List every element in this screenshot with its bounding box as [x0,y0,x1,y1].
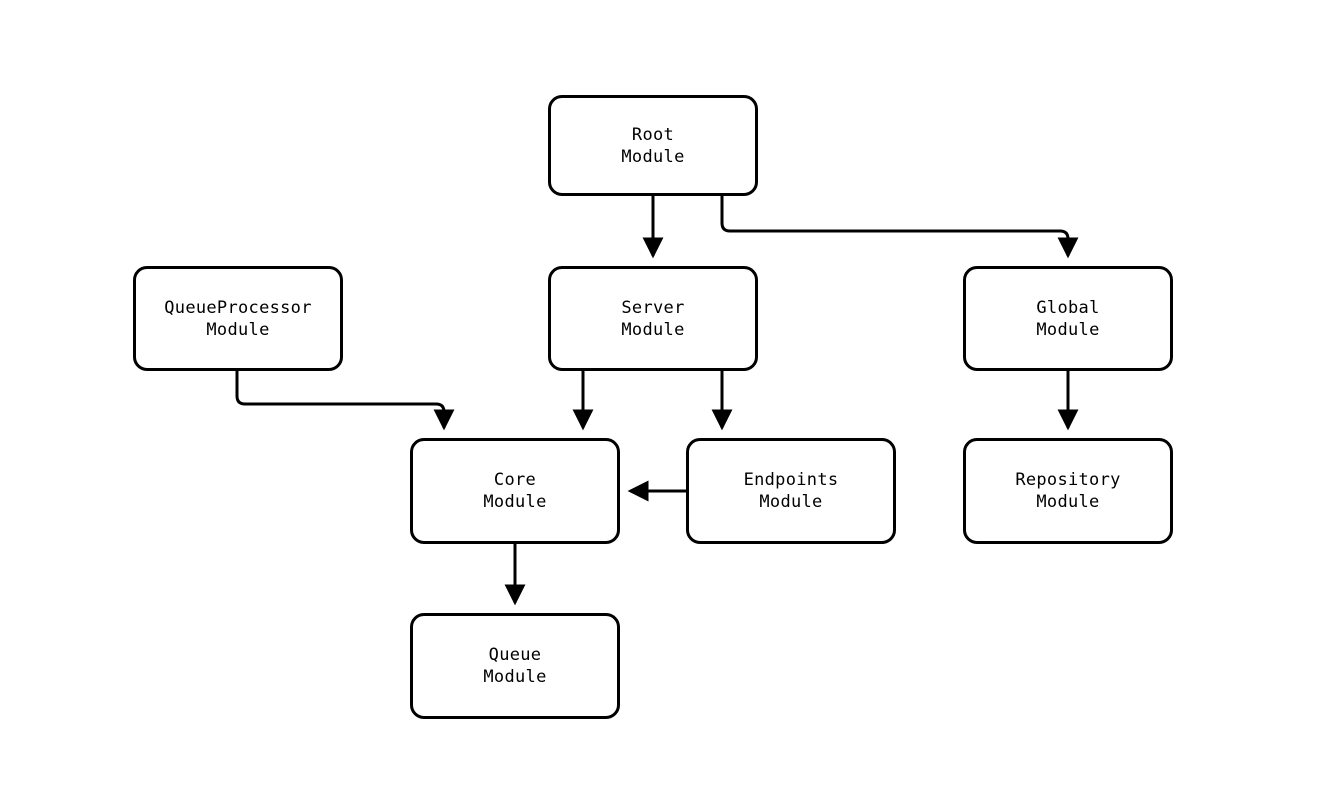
node-global[interactable]: Global Module [963,266,1173,371]
node-endpoints-label: Endpoints Module [743,470,839,512]
node-core-label: Core Module [483,470,547,512]
node-endpoints[interactable]: Endpoints Module [686,438,896,544]
node-repository[interactable]: Repository Module [963,438,1173,544]
edge-queueprocessor-to-core [235,371,455,431]
node-queueprocessor[interactable]: QueueProcessor Module [133,266,343,371]
node-root[interactable]: Root Module [548,95,758,196]
node-queue-label: Queue Module [483,645,547,687]
node-queue[interactable]: Queue Module [410,613,620,719]
node-global-label: Global Module [1036,297,1100,340]
node-server-label: Server Module [621,297,685,340]
edge-paths [235,196,1079,606]
node-queueprocessor-label: QueueProcessor Module [164,297,312,340]
node-root-label: Root Module [621,124,685,167]
node-server[interactable]: Server Module [548,266,758,371]
node-core[interactable]: Core Module [410,438,620,544]
edge-root-to-global [720,196,1079,259]
node-repository-label: Repository Module [1015,470,1121,512]
